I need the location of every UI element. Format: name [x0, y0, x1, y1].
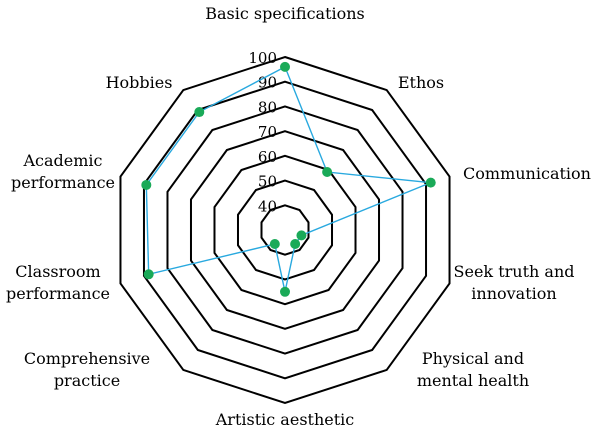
axis-label-physical-and-mental-health-line-2: mental health — [417, 371, 529, 390]
data-point-1 — [280, 61, 290, 72]
tick-label-40: 40 — [258, 197, 277, 215]
grid-ring-70 — [189, 130, 381, 330]
axis-label-classroom-performance-line-2: performance — [6, 284, 110, 303]
tick-label-70: 70 — [258, 123, 277, 141]
grid-ring-90 — [142, 80, 428, 380]
axis-label-ethos-line-1: Ethos — [398, 73, 444, 92]
data-point-4 — [296, 230, 307, 241]
axis-label-physical-and-mental-health-line-1: Physical and — [422, 349, 524, 368]
axis-label-basic-specifications-line-1: Basic specifications — [205, 4, 365, 23]
tick-label-50: 50 — [258, 173, 277, 191]
axis-label-hobbies-line-1: Hobbies — [106, 73, 173, 92]
axis-label-academic-performance-line-2: performance — [11, 173, 115, 192]
data-point-9 — [141, 179, 152, 190]
axis-label-hobbies: Hobbies — [106, 73, 173, 92]
axis-label-seek-truth-and-innovation: Seek truth and innovation — [454, 262, 575, 303]
axis-label-seek-truth-and-innovation-line-1: Seek truth and — [454, 262, 575, 281]
axis-label-comprehensive-practice-line-1: Comprehensive — [24, 349, 150, 368]
axis-label-communication-line-1: Communication — [463, 164, 591, 183]
axis-label-classroom-performance: Classroom performance — [6, 262, 110, 303]
axis-label-ethos: Ethos — [398, 73, 444, 92]
axis-label-physical-and-mental-health: Physical and mental health — [417, 349, 529, 390]
axis-label-classroom-performance-line-1: Classroom — [15, 262, 100, 281]
radar-grid — [119, 55, 451, 405]
axis-label-comprehensive-practice-line-2: practice — [54, 371, 120, 390]
data-point-3 — [425, 177, 436, 188]
axis-label-seek-truth-and-innovation-line-2: innovation — [471, 284, 556, 303]
data-point-8 — [143, 269, 154, 280]
grid-ring-100 — [119, 55, 451, 405]
data-point-7 — [269, 239, 280, 249]
grid-ring-50 — [236, 179, 334, 281]
tick-label-100: 100 — [248, 49, 277, 67]
grid-ring-60 — [213, 154, 357, 306]
tick-label-60: 60 — [258, 148, 277, 166]
tick-label-80: 80 — [258, 98, 277, 116]
axis-label-academic-performance-line-1: Academic — [22, 151, 102, 170]
data-point-5 — [290, 239, 301, 249]
axis-label-basic-specifications: Basic specifications — [205, 4, 365, 23]
data-series — [141, 61, 436, 297]
axis-label-artistic-aesthetic-line-1: Artistic aesthetic — [215, 410, 355, 429]
axis-label-communication: Communication — [463, 164, 591, 183]
grid-ring-80 — [166, 105, 404, 355]
axis-label-artistic-aesthetic: Artistic aesthetic — [215, 410, 355, 429]
axis-labels: Basic specificationsEthosCommunicationSe… — [6, 4, 591, 429]
grid-ring-40 — [260, 204, 310, 256]
axis-label-academic-performance: Academic performance — [11, 151, 115, 192]
series-line-1 — [145, 65, 431, 292]
data-point-6 — [280, 286, 290, 297]
axis-label-comprehensive-practice: Comprehensive practice — [24, 349, 150, 390]
data-point-2 — [322, 167, 333, 178]
data-point-10 — [194, 107, 205, 118]
